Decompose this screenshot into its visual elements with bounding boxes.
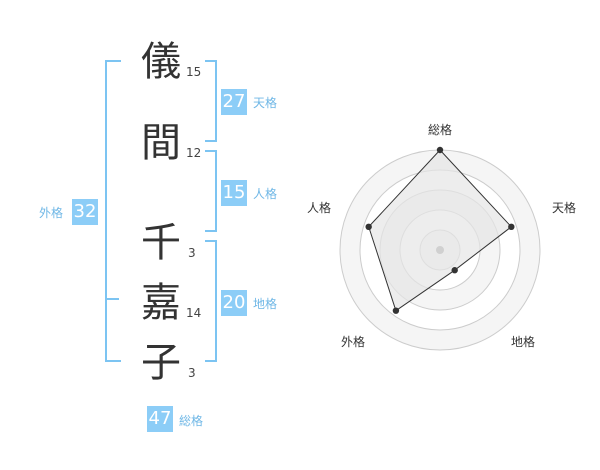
outer-bracket-divider bbox=[105, 298, 119, 300]
radar-label-total: 総格 bbox=[428, 123, 453, 137]
gaikaku-label: 外格 bbox=[39, 206, 64, 220]
soukaku-value-badge: 47 bbox=[147, 406, 173, 432]
radar-polygon bbox=[368, 149, 513, 312]
stroke-count-1: 15 bbox=[186, 65, 202, 79]
name-char-5: 子 bbox=[141, 340, 181, 386]
gaikaku-value-badge: 32 bbox=[72, 199, 98, 225]
radar-label-gaikaku: 外格 bbox=[341, 335, 366, 349]
outer-bracket-gaikaku bbox=[105, 60, 121, 362]
bracket-tenkaku bbox=[205, 60, 217, 142]
radar-label-jinkaku: 人格 bbox=[307, 201, 332, 215]
name-char-1: 儀 bbox=[141, 39, 181, 85]
chikaku-label: 地格 bbox=[253, 297, 278, 311]
radar-point bbox=[508, 223, 515, 231]
radar-point bbox=[451, 267, 458, 274]
radar-points bbox=[365, 146, 515, 314]
name-char-3: 千 bbox=[141, 220, 181, 266]
tenkaku-label: 天格 bbox=[253, 96, 278, 110]
jinkaku-value-badge: 15 bbox=[221, 180, 247, 206]
jinkaku-label: 人格 bbox=[253, 187, 278, 201]
radar-label-tenkaku: 天格 bbox=[552, 201, 577, 215]
bracket-chikaku bbox=[205, 240, 217, 362]
stroke-count-5: 3 bbox=[188, 366, 196, 380]
bracket-jinkaku bbox=[205, 150, 217, 232]
stroke-count-4: 14 bbox=[186, 306, 202, 320]
name-char-4: 嘉 bbox=[141, 280, 181, 326]
radar-point bbox=[392, 307, 400, 314]
radar-point bbox=[436, 146, 444, 154]
tenkaku-value-badge: 27 bbox=[221, 89, 247, 115]
name-char-2: 間 bbox=[141, 120, 181, 166]
soukaku-label: 総格 bbox=[179, 414, 204, 428]
stroke-count-3: 3 bbox=[188, 246, 196, 260]
stroke-count-2: 12 bbox=[186, 146, 202, 160]
radar-center-dot bbox=[436, 246, 444, 254]
radar-point bbox=[365, 223, 372, 231]
chikaku-value-badge: 20 bbox=[221, 290, 247, 316]
radar-label-chikaku: 地格 bbox=[511, 335, 536, 349]
